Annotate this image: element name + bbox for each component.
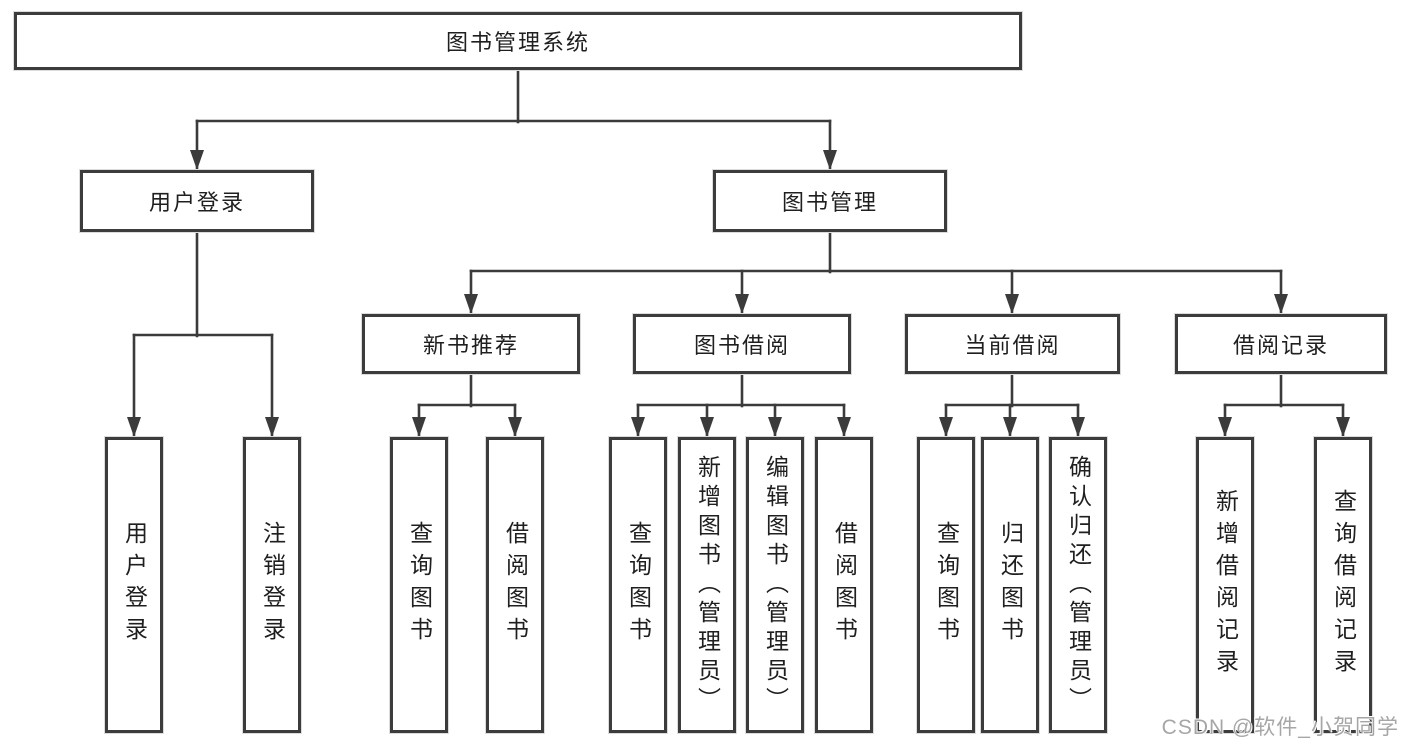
leaf-edit-book-admin: 编辑图书（管理员） [746, 437, 804, 733]
node-new-book-recommendation: 新书推荐 [362, 314, 580, 374]
leaf-label: 查询图书 [933, 521, 960, 649]
leaf-borrow-books-recommendation: 借阅图书 [486, 437, 544, 733]
node-library-management-system: 图书管理系统 [14, 12, 1022, 70]
node-label: 用户登录 [148, 190, 245, 215]
leaf-label: 查询图书 [625, 521, 652, 649]
leaf-query-books-recommendation: 查询图书 [390, 437, 448, 733]
leaf-label: 新增图书（管理员） [694, 454, 721, 716]
leaf-label: 归还图书 [997, 521, 1024, 649]
leaf-label: 借阅图书 [831, 521, 858, 649]
leaf-label: 查询图书 [406, 521, 433, 649]
leaf-label: 确认归还（管理员） [1065, 454, 1092, 716]
leaf-confirm-return-admin: 确认归还（管理员） [1049, 437, 1107, 733]
node-borrowing-records: 借阅记录 [1175, 314, 1387, 374]
leaf-label: 新增借阅记录 [1212, 489, 1239, 681]
leaf-add-book-admin: 新增图书（管理员） [678, 437, 736, 733]
node-user-login: 用户登录 [80, 170, 314, 232]
node-label: 当前借阅 [964, 333, 1061, 358]
node-label: 图书借阅 [693, 333, 790, 358]
watermark: CSDN @软件_小贺同学 [1161, 716, 1399, 739]
leaf-add-borrow-record: 新增借阅记录 [1196, 437, 1254, 733]
leaf-return-book: 归还图书 [981, 437, 1039, 733]
leaf-label: 注销登录 [259, 521, 286, 649]
node-label: 图书管理 [781, 190, 878, 215]
leaf-query-borrow-record: 查询借阅记录 [1314, 437, 1372, 733]
leaf-user-login: 用户登录 [105, 437, 163, 733]
leaf-borrow-books-borrowing: 借阅图书 [815, 437, 873, 733]
leaf-label: 编辑图书（管理员） [762, 454, 789, 716]
node-book-management: 图书管理 [713, 170, 947, 232]
leaf-label: 查询借阅记录 [1330, 489, 1357, 681]
leaf-label: 用户登录 [121, 521, 148, 649]
node-label: 图书管理系统 [445, 30, 590, 55]
node-book-borrowing: 图书借阅 [633, 314, 851, 374]
leaf-query-books-borrowing: 查询图书 [609, 437, 667, 733]
leaf-logout: 注销登录 [243, 437, 301, 733]
node-label: 借阅记录 [1232, 333, 1329, 358]
leaf-query-books-current: 查询图书 [917, 437, 975, 733]
node-label: 新书推荐 [422, 333, 519, 358]
leaf-label: 借阅图书 [502, 521, 529, 649]
node-current-borrowing: 当前借阅 [905, 314, 1120, 374]
